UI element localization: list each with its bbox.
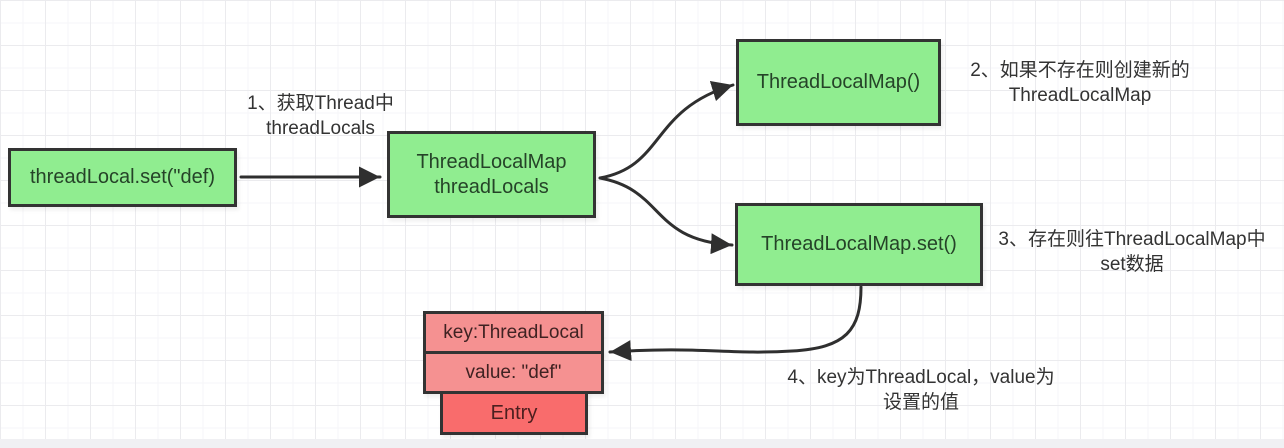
node-threadlocalmap-new-label: ThreadLocalMap(): [756, 71, 921, 93]
node-threadlocalmap-set-label: ThreadLocalMap.set(): [761, 233, 957, 255]
arrow-map-to-mapset: [598, 176, 734, 255]
node-threadlocal-set: threadLocal.set("def): [8, 148, 237, 207]
node-threadlocalmap-line2: threadLocals: [434, 175, 549, 198]
node-threadlocalmap-new: ThreadLocalMap(): [736, 39, 941, 126]
node-entry-key: key:ThreadLocal: [423, 311, 604, 354]
node-threadlocalmap: ThreadLocalMap threadLocals: [387, 131, 596, 218]
annotation-step1-line2: threadLocals: [266, 118, 375, 139]
annotation-step1-line1: 1、获取Thread中: [247, 93, 394, 114]
annotation-step1: 1、获取Thread中 threadLocals: [213, 91, 428, 141]
annotation-step3-line2: set数据: [1100, 254, 1164, 275]
annotation-step3-line1: 3、存在则往ThreadLocalMap中: [998, 229, 1266, 250]
annotation-step3: 3、存在则往ThreadLocalMap中 set数据: [982, 227, 1282, 277]
node-threadlocalmap-set: ThreadLocalMap.set(): [735, 203, 983, 286]
annotation-step2-line1: 2、如果不存在则创建新的: [970, 60, 1190, 81]
node-entry-value-label: value: "def": [465, 362, 562, 383]
node-entry-value: value: "def": [423, 351, 604, 394]
annotation-step4-line2: 设置的值: [882, 392, 959, 413]
node-threadlocal-set-label: threadLocal.set("def): [30, 166, 215, 188]
node-entry-label: Entry: [490, 401, 538, 424]
node-threadlocalmap-line1: ThreadLocalMap: [416, 150, 567, 173]
arrow-mapset-to-entry: [608, 285, 863, 362]
node-entry: Entry: [440, 391, 588, 435]
node-entry-key-label: key:ThreadLocal: [443, 322, 584, 343]
annotation-step2: 2、如果不存在则创建新的 ThreadLocalMap: [945, 58, 1215, 108]
canvas-bottom-strip: [0, 439, 1284, 448]
annotation-step4-line1: 4、key为ThreadLocal，value为: [787, 367, 1055, 388]
arrow-map-to-mapnew: [598, 81, 735, 180]
annotation-step4: 4、key为ThreadLocal，value为 设置的值: [762, 365, 1080, 415]
annotation-step2-line2: ThreadLocalMap: [1008, 85, 1152, 106]
